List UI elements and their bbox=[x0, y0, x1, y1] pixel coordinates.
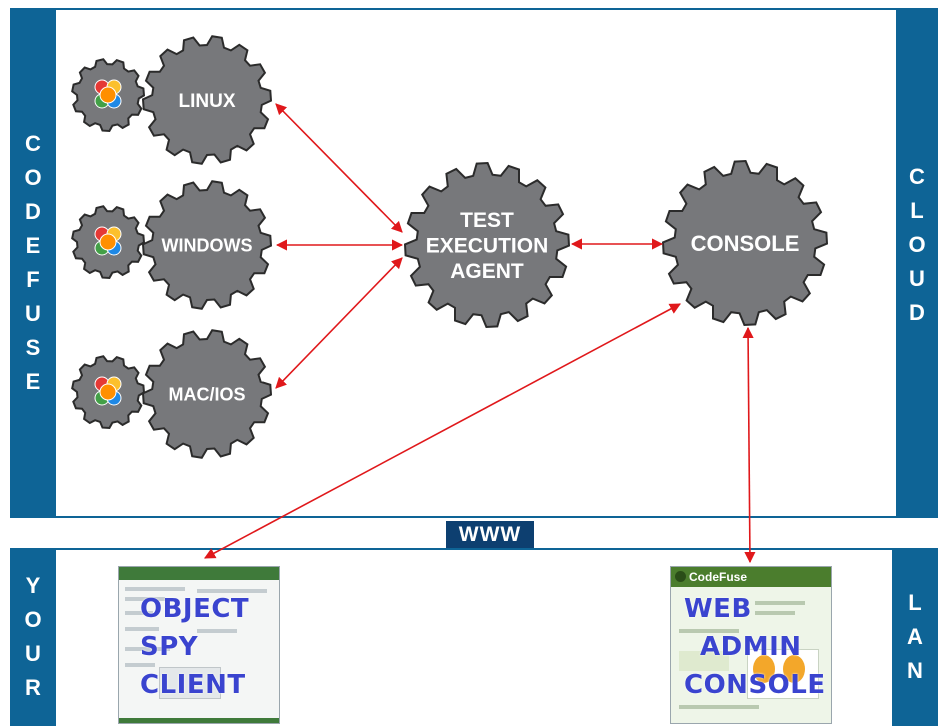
band-letter: E bbox=[25, 369, 41, 394]
codefuse-logo: CodeFuse bbox=[671, 567, 831, 587]
web-admin-screenshot: CodeFuse bbox=[670, 566, 832, 724]
cloud-band: C L O U D bbox=[896, 8, 938, 518]
band-letter: D bbox=[25, 199, 41, 224]
band-letter: E bbox=[25, 233, 41, 258]
object-spy-line: OBJECT bbox=[140, 594, 250, 624]
band-letter: O bbox=[24, 165, 42, 190]
browser-icons bbox=[94, 79, 122, 109]
band-letter: U bbox=[25, 301, 41, 326]
web-admin-line: ADMIN bbox=[700, 632, 802, 662]
arrow-console-webadmin bbox=[742, 326, 756, 564]
browser-icons bbox=[94, 376, 122, 406]
web-admin-line: CONSOLE bbox=[684, 670, 826, 700]
object-spy-screenshot bbox=[118, 566, 280, 724]
linux-label: LINUX bbox=[179, 91, 236, 112]
band-letter: A bbox=[907, 624, 923, 649]
band-letter: O bbox=[908, 232, 926, 257]
web-admin-line: WEB bbox=[684, 594, 752, 624]
arrow-linux-agent bbox=[275, 103, 403, 233]
band-letter: C bbox=[909, 164, 925, 189]
your-band: Y O U R bbox=[10, 548, 56, 726]
band-letter: U bbox=[25, 641, 41, 666]
linux-gear bbox=[141, 35, 273, 165]
band-letter: D bbox=[909, 300, 925, 325]
lan-band: L A N bbox=[892, 548, 938, 726]
band-letter: N bbox=[907, 658, 923, 683]
band-letter: L bbox=[908, 590, 922, 615]
console-label: CONSOLE bbox=[691, 231, 800, 256]
agent-gear bbox=[403, 161, 571, 329]
band-letter: L bbox=[910, 198, 924, 223]
object-spy-line: SPY bbox=[140, 632, 199, 662]
console-gear bbox=[661, 159, 829, 327]
object-spy-label: OBJECT SPY CLIENT bbox=[140, 590, 249, 704]
band-letter: O bbox=[24, 607, 42, 632]
windows-gear bbox=[141, 180, 273, 310]
windows-label: WINDOWS bbox=[162, 236, 253, 256]
band-letter: R bbox=[25, 675, 41, 700]
browser-icons bbox=[94, 226, 122, 256]
band-letter: U bbox=[909, 266, 925, 291]
band-letter: C bbox=[25, 131, 41, 156]
arrow-console-objectspy bbox=[204, 303, 681, 559]
arrow-macios-agent bbox=[275, 257, 403, 389]
web-admin-label: WEB ADMIN CONSOLE bbox=[684, 590, 826, 704]
object-spy-line: CLIENT bbox=[140, 670, 246, 700]
band-letter: F bbox=[26, 267, 40, 292]
codefuse-band: C O D E F U S E bbox=[10, 8, 56, 518]
macios-label: MAC/IOS bbox=[168, 385, 245, 405]
band-letter: Y bbox=[25, 573, 41, 598]
band-letter: S bbox=[25, 335, 41, 360]
